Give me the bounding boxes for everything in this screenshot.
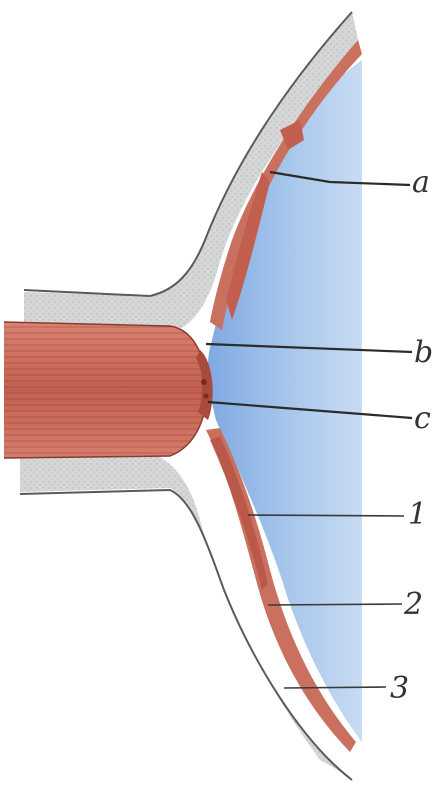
leader-2: [268, 604, 402, 605]
label-c: c: [414, 401, 431, 436]
leader-3: [284, 687, 386, 688]
label-3: 3: [390, 671, 409, 706]
label-1: 1: [408, 497, 427, 532]
leader-1: [248, 515, 404, 516]
label-a: a: [412, 165, 430, 200]
label-2: 2: [403, 587, 423, 622]
label-b: b: [414, 335, 433, 370]
